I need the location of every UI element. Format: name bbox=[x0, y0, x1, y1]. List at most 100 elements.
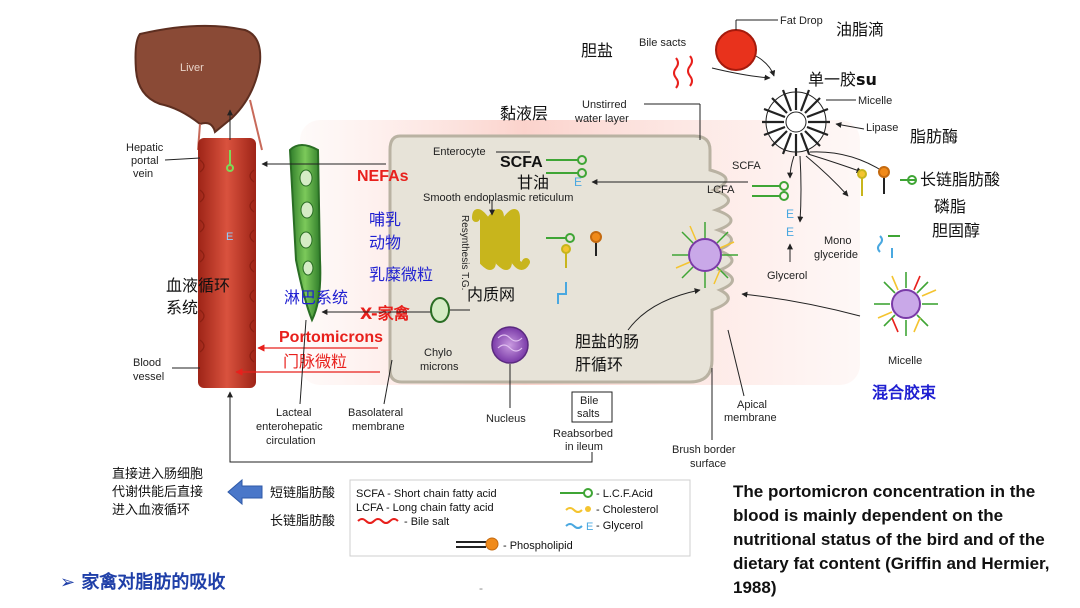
legend-bile: - Bile salt bbox=[404, 516, 449, 528]
legend-cholesterol-head bbox=[585, 506, 591, 512]
micelle-bottom-label: Micelle bbox=[888, 355, 922, 367]
cell-phospholipid bbox=[557, 231, 602, 304]
left-note-line-1: 直接进入肠细胞 bbox=[112, 467, 204, 482]
hepatic-portal-pointer bbox=[164, 157, 201, 161]
mono-glyceride-molecule bbox=[877, 235, 900, 258]
legend-lcf-acid: - L.C.F.Acid bbox=[596, 488, 653, 500]
danguchun-annotation: 胆固醇 bbox=[932, 221, 980, 240]
portomicrons-annotation: Portomicrons bbox=[279, 329, 383, 346]
lacteal-label: Lacteal enterohepatic circulation bbox=[256, 407, 326, 447]
legend-phospholipid: - Phospholipid bbox=[503, 540, 573, 552]
chylomicron bbox=[430, 297, 450, 323]
cell-micelle bbox=[672, 222, 738, 288]
portomicron-note: The portomicron concentration in the blo… bbox=[733, 482, 1050, 597]
nucleus bbox=[491, 326, 529, 364]
apical-pointer bbox=[727, 329, 745, 397]
fat-to-micelle-arrow bbox=[755, 55, 776, 77]
nucleus-label: Nucleus bbox=[486, 413, 526, 425]
enterohepatic-loop bbox=[627, 288, 701, 331]
legend-phospholipid-head bbox=[485, 537, 499, 551]
legend-glycerol-squiggle bbox=[565, 523, 583, 529]
micelle-top-label: Micelle bbox=[858, 95, 892, 107]
blood-vessel-label: Blood vessel bbox=[133, 357, 164, 383]
hunhe-annotation: 混合胶束 bbox=[872, 383, 937, 402]
legend-cholesterol-squiggle bbox=[565, 507, 583, 513]
liver bbox=[134, 24, 262, 134]
xueye-annotation: 血液循环 系统 bbox=[166, 276, 235, 317]
x-jiaqin-annotation: X-家禽 bbox=[360, 304, 411, 323]
rumi-annotation: 乳糜微粒 bbox=[369, 265, 433, 284]
nucleus-texture bbox=[497, 334, 523, 352]
footer-dash: - bbox=[479, 581, 483, 595]
cell-fatty-acid-chain bbox=[546, 155, 587, 243]
left-note: 直接进入肠细胞 代谢供能后直接 进入血液循环 bbox=[112, 466, 203, 520]
reabsorbed-return-line bbox=[227, 391, 593, 463]
danyijiao-annotation: 单一胶su bbox=[808, 70, 877, 89]
legend-glycerol: - Glycerol bbox=[596, 520, 643, 532]
legend-cn-lcfa: 长链脂肪酸 bbox=[270, 513, 335, 529]
legend-cn-scfa: 短链脂肪酸 bbox=[270, 485, 335, 501]
mixed-micelle-arrow bbox=[741, 291, 861, 317]
glycerol-e-right-2: E bbox=[786, 225, 794, 239]
bile-salt-squiggles bbox=[673, 55, 693, 89]
nefas-annotation: NEFAs bbox=[357, 168, 409, 185]
youzhidi-annotation: 油脂滴 bbox=[836, 20, 884, 39]
slide-title: ➢ 家禽对脂肪的吸收 bbox=[60, 572, 226, 593]
blood-vessel bbox=[198, 138, 256, 388]
legend-cholesterol: - Cholesterol bbox=[596, 504, 658, 516]
glycerol-e-right: E bbox=[786, 207, 794, 221]
basolateral-label: Basolateral membrane bbox=[348, 407, 406, 433]
neizhiwang-annotation: 内质网 bbox=[467, 285, 515, 304]
unstirred-label: Unstirred water layer bbox=[574, 99, 630, 125]
smooth-er bbox=[472, 209, 530, 270]
buru-annotation: 哺乳 动物 bbox=[369, 210, 406, 252]
micelle-top bbox=[762, 88, 830, 156]
lcfa-molecules bbox=[752, 181, 789, 201]
liver-label: Liver bbox=[180, 62, 204, 74]
fat-drop-label: Fat Drop bbox=[780, 15, 823, 27]
enterocyte-cell bbox=[388, 134, 734, 384]
glycerol-label: Glycerol bbox=[767, 270, 807, 282]
legend-bile-squiggle bbox=[357, 518, 399, 524]
menmai-annotation: 门脉微粒 bbox=[283, 352, 347, 371]
chylomicrons-label: Chylo microns bbox=[420, 347, 459, 373]
enterocyte-label: Enterocyte bbox=[433, 146, 486, 158]
lacteal-pointer bbox=[299, 319, 307, 405]
nianye-annotation: 黏液层 bbox=[500, 104, 548, 123]
left-note-line-3: 进入血液循环 bbox=[112, 503, 191, 518]
legend-lcfacid-head bbox=[583, 488, 593, 498]
linzhi-annotation: 磷脂 bbox=[934, 197, 966, 216]
mono-glyceride-label: Mono glyceride bbox=[814, 235, 858, 261]
su-annotation: su bbox=[856, 70, 877, 89]
bile-salts-label: Bile salts bbox=[577, 395, 601, 420]
scfa-small-label: SCFA bbox=[732, 160, 761, 172]
left-pointing-arrow bbox=[227, 478, 263, 506]
cell-glycerol-e: E bbox=[574, 175, 582, 189]
legend-box bbox=[349, 479, 691, 557]
lipase-label: Lipase bbox=[866, 122, 898, 134]
danyan-annotation: 胆盐 bbox=[581, 41, 613, 60]
zhifangmei-annotation: 脂肪酶 bbox=[910, 127, 958, 146]
hepatic-portal-vein-label: Hepatic portal vein bbox=[126, 142, 166, 180]
scfa-big-annotation: SCFA bbox=[500, 154, 543, 171]
bile-sacts-label: Bile sacts bbox=[639, 37, 687, 49]
vessel-glycerol-e: E bbox=[226, 231, 233, 243]
liver-vessel-line-right bbox=[249, 99, 263, 151]
bile-salts-box bbox=[571, 391, 613, 423]
micelle-split-arrows bbox=[787, 151, 885, 223]
fat-drop bbox=[715, 29, 757, 71]
reabsorbed-label: Reabsorbed in ileum bbox=[553, 428, 616, 453]
linba-annotation: 淋巴系统 bbox=[284, 288, 348, 307]
apical-label: Apical membrane bbox=[724, 399, 777, 424]
lipase-arrow bbox=[835, 121, 865, 130]
long-chain-fa-molecules bbox=[857, 166, 917, 196]
resynthesis-label: Resynthesis T.G. bbox=[459, 215, 470, 290]
lcfa-small-label: LCFA bbox=[707, 184, 735, 196]
vessel-fatty-acids: E bbox=[226, 150, 234, 243]
ser-label: Smooth endoplasmic reticulum bbox=[423, 192, 573, 204]
lymph-chylomicrons bbox=[299, 169, 314, 276]
vessel-cell-pattern bbox=[199, 159, 255, 363]
mixed-micelle bbox=[874, 272, 938, 336]
brush-border-label: Brush border surface bbox=[672, 444, 739, 470]
